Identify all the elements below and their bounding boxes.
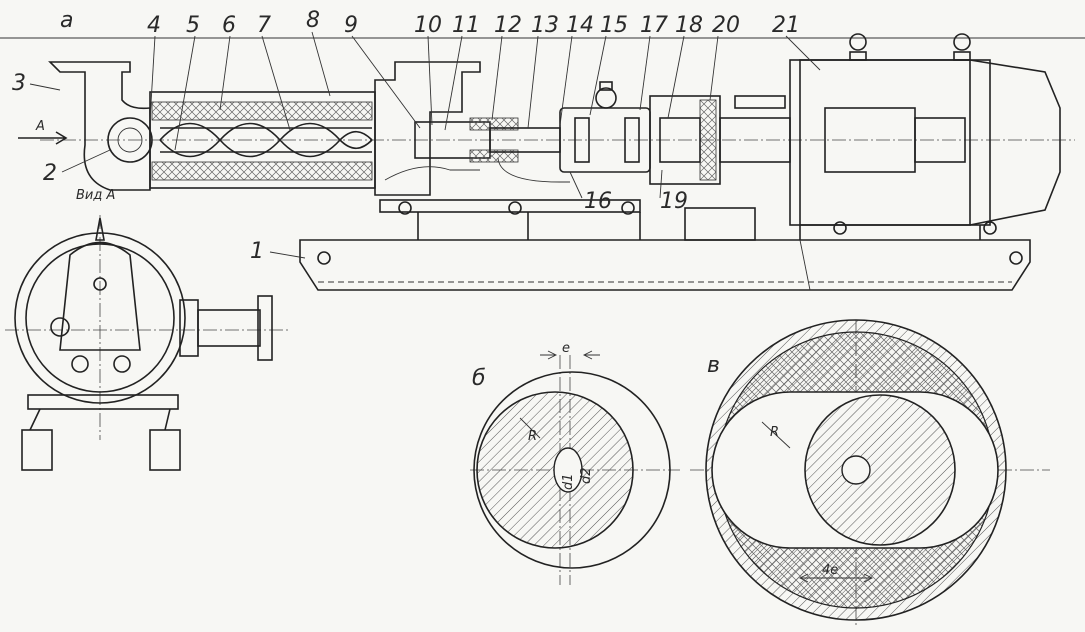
view-label-v: в [707, 353, 720, 378]
part-7: 7 [257, 13, 271, 38]
part-19: 19 [660, 189, 688, 214]
base-frame [299, 239, 1031, 291]
part-5: 5 [186, 13, 200, 38]
dim-e: e [562, 341, 570, 356]
part-15: 15 [600, 13, 628, 38]
part-10: 10 [414, 13, 442, 38]
arrow-a-label: А [35, 119, 45, 134]
view-label-b: б [472, 366, 486, 391]
view-label-a: а [60, 8, 73, 33]
dim-4e: 4e [822, 563, 838, 578]
part-20: 20 [712, 13, 740, 38]
part-17: 17 [640, 13, 668, 38]
section-b [470, 350, 680, 585]
leader-lines [29, 31, 821, 259]
part-18: 18 [675, 13, 703, 38]
section-v [690, 319, 1050, 628]
part-9: 9 [344, 13, 358, 38]
flow-arrow [18, 131, 68, 145]
part-21: 21 [772, 13, 800, 38]
discharge-casing [374, 61, 481, 196]
dim-r-b: R [528, 429, 537, 444]
part-11: 11 [452, 13, 480, 38]
part-13: 13 [531, 13, 559, 38]
pump-main-view [0, 33, 1085, 291]
part-2: 2 [43, 161, 57, 186]
part-16: 16 [584, 189, 612, 214]
dim-d1: d1 [561, 473, 576, 490]
part-8: 8 [306, 8, 320, 33]
view-a [5, 215, 290, 471]
part-4: 4 [147, 13, 161, 38]
dim-d2: d2 [579, 467, 594, 484]
view-a-title: Вид А [76, 188, 115, 203]
part-3: 3 [12, 71, 26, 96]
part-12: 12 [494, 13, 522, 38]
support-feet [379, 199, 997, 241]
labels: а б в Вид А А 4 5 6 7 8 9 10 11 12 13 14… [12, 8, 838, 578]
part-6: 6 [222, 13, 236, 38]
part-14: 14 [566, 13, 594, 38]
electric-motor [789, 59, 991, 226]
part-1: 1 [250, 239, 264, 264]
dim-r-v: R [770, 425, 779, 440]
